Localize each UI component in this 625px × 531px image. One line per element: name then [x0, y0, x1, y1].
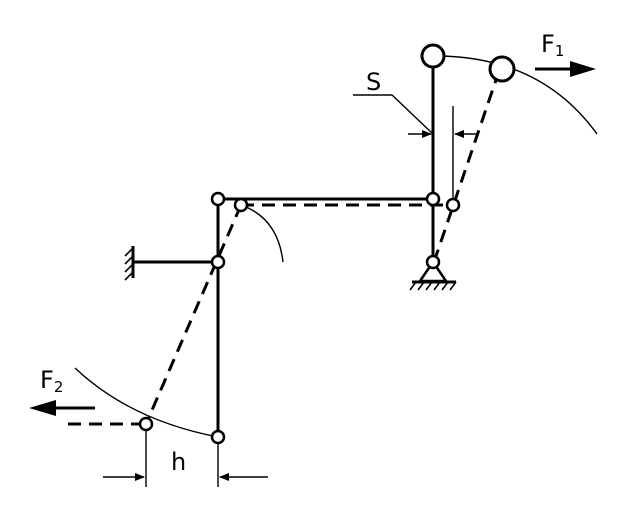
- joints: [138, 43, 516, 445]
- ground-pivot-support: [409, 259, 457, 291]
- left-lever-displaced: [144, 204, 243, 425]
- top-path-arc: [432, 55, 598, 135]
- original-linkage: [133, 56, 435, 437]
- dimension-h: h: [103, 424, 268, 487]
- s-leader-line: [353, 94, 434, 135]
- f2-arrowhead: [29, 400, 56, 416]
- joint-left-pivot: [210, 254, 226, 270]
- bottom-path-arc: [74, 367, 219, 438]
- joint-right-rod-displaced: [445, 197, 461, 213]
- force-f1: F1: [535, 30, 596, 77]
- label-f1: F1: [541, 30, 564, 60]
- joint-top-left-displaced: [233, 197, 249, 213]
- joint-bottom-displaced: [138, 416, 154, 432]
- middle-path-arc: [240, 204, 284, 263]
- joint-bottom: [210, 429, 226, 445]
- force-f2: F2: [29, 366, 95, 416]
- wall-support: [124, 246, 135, 281]
- lever-end-roller-displaced: [488, 55, 516, 83]
- label-f2: F2: [40, 366, 63, 396]
- displaced-linkage: [68, 76, 499, 426]
- joint-top-left: [210, 191, 226, 207]
- lever-end-roller: [420, 43, 446, 69]
- motion-arcs: [74, 55, 598, 438]
- joint-right-pivot: [425, 254, 441, 270]
- right-lever-displaced: [432, 76, 499, 263]
- label-h: h: [171, 448, 186, 476]
- joint-right-rod: [425, 191, 441, 207]
- dimension-s: S: [353, 68, 478, 200]
- label-s: S: [366, 68, 381, 96]
- f1-arrowhead: [570, 61, 596, 77]
